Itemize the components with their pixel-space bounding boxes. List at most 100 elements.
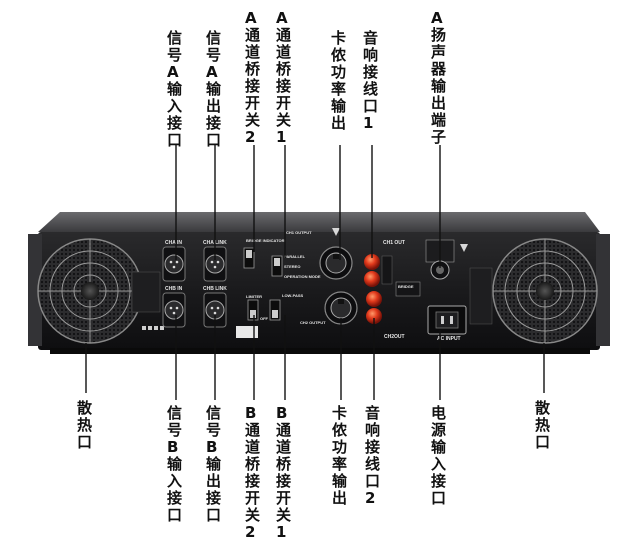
callout-char: 口 bbox=[365, 472, 381, 490]
bridge-switch-b bbox=[247, 299, 281, 321]
xlr-chb-link bbox=[203, 292, 227, 328]
callout-char: 子 bbox=[431, 128, 447, 146]
callout-char: 热 bbox=[535, 416, 551, 434]
callout-char: 关 bbox=[276, 506, 292, 524]
callout-char: 线 bbox=[363, 80, 379, 98]
callout-char: 散 bbox=[535, 399, 551, 417]
callout-char: A bbox=[206, 63, 218, 81]
ac-inlet bbox=[427, 305, 467, 335]
callout-char: 开 bbox=[245, 489, 261, 507]
callout-char: 信 bbox=[206, 404, 222, 422]
callout-char: 道 bbox=[276, 43, 292, 61]
callout-char: 2 bbox=[245, 128, 256, 146]
callout-char: 入 bbox=[167, 472, 183, 490]
left-fan-grille bbox=[37, 238, 143, 344]
callout-char: 器 bbox=[431, 60, 447, 78]
callout-char: 输 bbox=[332, 472, 348, 490]
callout-char: 关 bbox=[245, 111, 261, 129]
callout-char: 口 bbox=[431, 489, 447, 507]
callout-char: 响 bbox=[365, 421, 381, 439]
callout-char: 关 bbox=[245, 506, 261, 524]
callout-char: 散 bbox=[77, 399, 93, 417]
callout-char: 通 bbox=[276, 421, 292, 439]
callout-char: 出 bbox=[331, 114, 347, 132]
callout-char: 桥 bbox=[245, 455, 261, 473]
callout-char: 接 bbox=[206, 489, 222, 507]
callout-char: 卡 bbox=[331, 29, 347, 47]
callout-power-input: 电源输入接口 bbox=[431, 405, 446, 507]
callout-char: 输 bbox=[167, 455, 183, 473]
callout-char: 接 bbox=[245, 472, 261, 490]
callout-char: B bbox=[206, 438, 218, 456]
callout-char: B bbox=[276, 404, 288, 422]
callout-char: 接 bbox=[276, 77, 292, 95]
callout-char: 输 bbox=[331, 97, 347, 115]
callout-char: 电 bbox=[431, 404, 447, 422]
callout-speakon-output-top: 卡侬功率输出 bbox=[331, 30, 346, 132]
callout-char: 接 bbox=[245, 77, 261, 95]
callout-char: 信 bbox=[167, 29, 183, 47]
callout-char: 输 bbox=[431, 77, 447, 95]
callout-char: 音 bbox=[363, 29, 379, 47]
callout-char: 输 bbox=[167, 80, 183, 98]
callout-char: 关 bbox=[276, 111, 292, 129]
callout-char: 扬 bbox=[431, 26, 447, 44]
callout-char: 接 bbox=[206, 114, 222, 132]
callout-char: 口 bbox=[535, 433, 551, 451]
callout-char: 接 bbox=[167, 114, 183, 132]
callout-char: B bbox=[167, 438, 179, 456]
chassis-top bbox=[38, 212, 600, 232]
callout-char: 卡 bbox=[332, 404, 348, 422]
callout-char: 口 bbox=[363, 97, 379, 115]
callout-char: 出 bbox=[206, 472, 222, 490]
callout-char: 2 bbox=[245, 523, 256, 541]
callout-char: 号 bbox=[206, 46, 222, 64]
xlr-cha-in bbox=[162, 246, 186, 282]
callout-char: 入 bbox=[167, 97, 183, 115]
callout-char: 功 bbox=[331, 63, 347, 81]
callout-char: 1 bbox=[363, 114, 374, 132]
callout-char: 桥 bbox=[276, 60, 292, 78]
callout-char: 输 bbox=[206, 80, 222, 98]
callout-char: A bbox=[245, 9, 257, 27]
callout-char: 1 bbox=[276, 128, 287, 146]
rack-ear-left bbox=[28, 234, 42, 346]
callout-char: 端 bbox=[431, 111, 447, 129]
callout-char: A bbox=[167, 63, 179, 81]
callout-char: 通 bbox=[245, 26, 261, 44]
callout-char: 开 bbox=[276, 489, 292, 507]
callout-char: 口 bbox=[77, 433, 93, 451]
callout-char: 号 bbox=[167, 421, 183, 439]
callout-speakon-output-bottom: 卡侬功率输出 bbox=[332, 405, 347, 507]
callout-char: 道 bbox=[276, 438, 292, 456]
callout-char: 声 bbox=[431, 43, 447, 61]
callout-char: 开 bbox=[276, 94, 292, 112]
callout-char: 侬 bbox=[331, 46, 347, 64]
callout-vent-left: 散热口 bbox=[77, 400, 92, 451]
callout-char: 信 bbox=[167, 404, 183, 422]
callout-char: 道 bbox=[245, 438, 261, 456]
callout-char: 开 bbox=[245, 94, 261, 112]
callout-char: 率 bbox=[332, 455, 348, 473]
callout-char: 侬 bbox=[332, 421, 348, 439]
callout-char: 音 bbox=[365, 404, 381, 422]
callout-char: 接 bbox=[365, 438, 381, 456]
callout-char: A bbox=[431, 9, 443, 27]
callout-vent-right: 散热口 bbox=[535, 400, 550, 451]
callout-char: 1 bbox=[276, 523, 287, 541]
binding-posts-ch1 bbox=[364, 254, 393, 287]
callout-char: 信 bbox=[206, 29, 222, 47]
rack-ear-right bbox=[596, 234, 610, 346]
